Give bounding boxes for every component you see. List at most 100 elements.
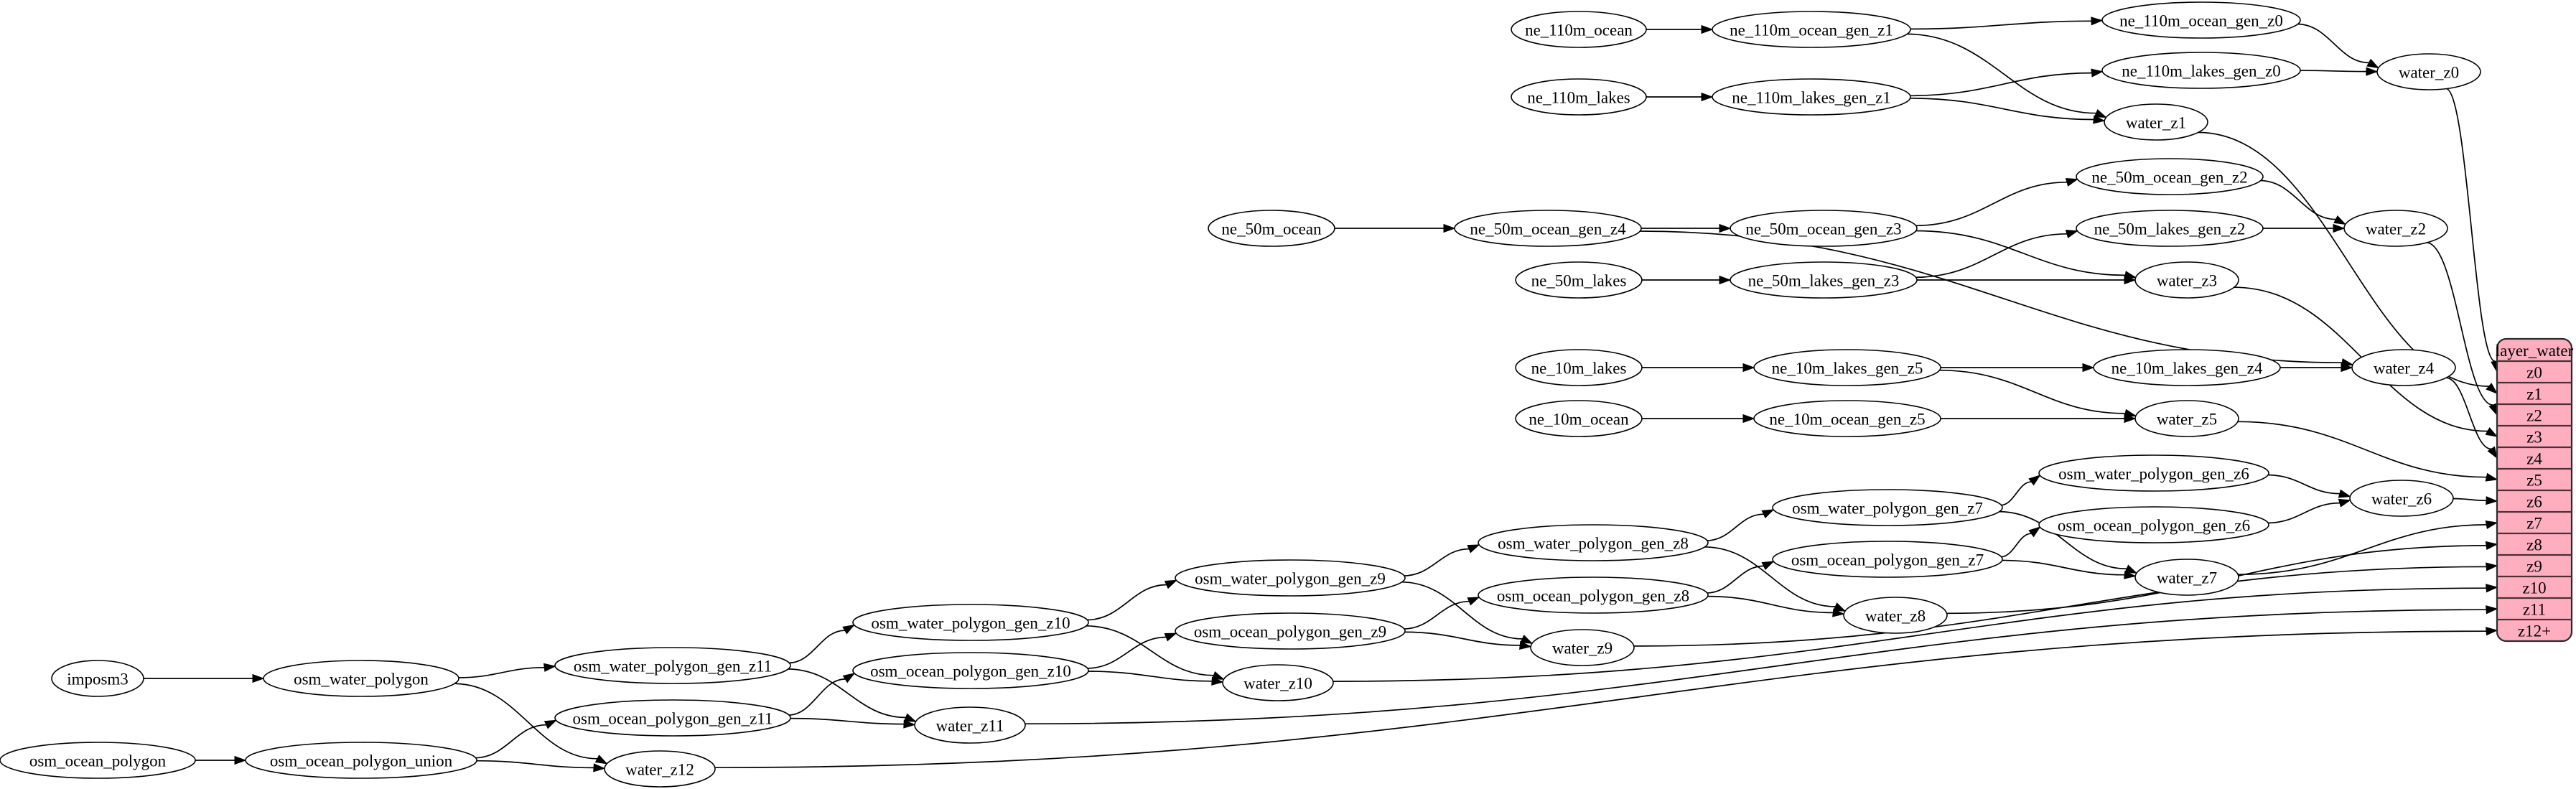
edge-arrowhead <box>1742 414 1755 424</box>
edge-osm_water_polygon_gen_z10-to-water_z10 <box>1085 625 1214 676</box>
edge-arrowhead <box>2094 108 2107 118</box>
edge-arrowhead <box>1211 676 1224 686</box>
edge-arrowhead <box>1520 635 1534 644</box>
edge-ne_50m_ocean_gen_z4-to-water_z4 <box>1638 230 2343 364</box>
edge-arrowhead <box>234 755 247 765</box>
graph-node-osm_ocean_polygon_gen_z9[interactable]: osm_ocean_polygon_gen_z9 <box>1175 612 1406 650</box>
graph-node-water_z0[interactable]: water_z0 <box>2376 53 2481 90</box>
graph-node-ne_50m_ocean[interactable]: ne_50m_ocean <box>1208 210 1335 247</box>
edge-arrowhead <box>2028 475 2041 486</box>
graph-node-osm_water_polygon_gen_z7[interactable]: osm_water_polygon_gen_z7 <box>1772 489 2003 526</box>
edge-arrowhead <box>2487 446 2498 459</box>
edge-arrowhead <box>1701 92 1714 102</box>
graph-node-ne_50m_lakes_gen_z2[interactable]: ne_50m_lakes_gen_z2 <box>2076 210 2264 247</box>
graph-node-water_z1[interactable]: water_z1 <box>2104 103 2208 141</box>
graph-node-osm_ocean_polygon_gen_z11[interactable]: osm_ocean_polygon_gen_z11 <box>554 699 791 737</box>
edge-arrowhead <box>2485 472 2498 482</box>
graph-node-osm_ocean_polygon_gen_z8[interactable]: osm_ocean_polygon_gen_z8 <box>1478 576 1709 614</box>
edge-arrowhead <box>903 713 917 722</box>
edge-arrowhead <box>2124 564 2138 574</box>
edge-arrowhead <box>2486 584 2498 593</box>
graph-node-ne_10m_lakes_gen_z5[interactable]: ne_10m_lakes_gen_z5 <box>1753 349 1941 386</box>
graph-node-osm_water_polygon[interactable]: osm_water_polygon <box>263 660 459 697</box>
graph-node-water_z11[interactable]: water_z11 <box>914 706 1026 744</box>
node-shape <box>1175 612 1406 650</box>
edge-osm_ocean_polygon_gen_z10-to-osm_ocean_polygon_gen_z9 <box>1086 636 1167 669</box>
graph-node-ne_50m_ocean_gen_z4[interactable]: ne_50m_ocean_gen_z4 <box>1454 210 1642 247</box>
graph-node-water_z3[interactable]: water_z3 <box>2134 261 2239 299</box>
graph-node-ne_10m_lakes[interactable]: ne_10m_lakes <box>1515 349 1643 386</box>
node-shape <box>1772 489 2003 526</box>
graph-node-osm_ocean_polygon_gen_z6[interactable]: osm_ocean_polygon_gen_z6 <box>2038 506 2269 543</box>
edge-osm_water_polygon_gen_z7-to-water_z7 <box>1998 510 2127 570</box>
graph-node-ne_110m_ocean_gen_z1[interactable]: ne_110m_ocean_gen_z1 <box>1712 11 1911 48</box>
graph-node-osm_ocean_polygon[interactable]: osm_ocean_polygon <box>0 742 196 779</box>
graph-node-osm_ocean_polygon_gen_z10[interactable]: osm_ocean_polygon_gen_z10 <box>852 652 1089 689</box>
edge-water_z6-to-record_z6 <box>2453 498 2487 502</box>
edge-arrowhead <box>1761 561 1775 571</box>
graph-node-osm_water_polygon_gen_z6[interactable]: osm_water_polygon_gen_z6 <box>2038 454 2269 492</box>
node-shape <box>1843 597 1948 634</box>
graph-node-ne_110m_ocean[interactable]: ne_110m_ocean <box>1511 11 1647 48</box>
edge-arrowhead <box>2338 489 2351 498</box>
edge-water_z11-to-record_z11 <box>1024 609 2487 725</box>
node-shape <box>2134 261 2239 299</box>
node-shape <box>1753 349 1941 386</box>
edge-water_z12-to-record_z12 <box>714 630 2487 769</box>
graph-node-ne_110m_lakes_gen_z1[interactable]: ne_110m_lakes_gen_z1 <box>1712 78 1911 116</box>
edge-osm_water_polygon_gen_z6-to-water_z6 <box>2267 474 2340 495</box>
edge-ne_50m_ocean_gen_z2-to-water_z2 <box>2259 179 2336 220</box>
node-shape <box>1454 210 1642 247</box>
graph-node-ne_50m_lakes_gen_z3[interactable]: ne_50m_lakes_gen_z3 <box>1730 261 1918 299</box>
graph-node-ne_50m_lakes[interactable]: ne_50m_lakes <box>1515 261 1643 299</box>
graph-node-water_z8[interactable]: water_z8 <box>1843 597 1948 634</box>
graph-node-water_z5[interactable]: water_z5 <box>2134 400 2239 437</box>
edge-ne_50m_lakes_gen_z3-to-ne_50m_lakes_gen_z2 <box>1915 233 2068 279</box>
graph-node-water_z10[interactable]: water_z10 <box>1222 664 1334 701</box>
edge-arrowhead <box>1719 275 1732 285</box>
graph-node-ne_110m_lakes_gen_z0[interactable]: ne_110m_lakes_gen_z0 <box>2101 52 2301 89</box>
graph-node-osm_water_polygon_gen_z10[interactable]: osm_water_polygon_gen_z10 <box>852 604 1089 641</box>
graph-node-osm_water_polygon_gen_z11[interactable]: osm_water_polygon_gen_z11 <box>554 647 791 684</box>
graph-node-ne_10m_ocean[interactable]: ne_10m_ocean <box>1515 400 1643 437</box>
graph-node-water_z7[interactable]: water_z7 <box>2134 559 2239 596</box>
graph-node-ne_50m_ocean_gen_z3[interactable]: ne_50m_ocean_gen_z3 <box>1730 210 1918 247</box>
graph-node-ne_110m_ocean_gen_z0[interactable]: ne_110m_ocean_gen_z0 <box>2101 1 2301 39</box>
graph-node-ne_110m_lakes[interactable]: ne_110m_lakes <box>1511 78 1647 116</box>
edge-osm_water_polygon-to-osm_water_polygon_gen_z11 <box>457 666 545 678</box>
edge-ne_10m_lakes_gen_z5-to-water_z5 <box>1938 369 2126 414</box>
graph-node-water_z2[interactable]: water_z2 <box>2343 210 2448 247</box>
graph-node-water_z6[interactable]: water_z6 <box>2349 480 2454 517</box>
edge-arrowhead <box>2065 230 2078 238</box>
edge-arrowhead <box>1443 223 1456 233</box>
node-shape <box>2038 506 2269 543</box>
edge-osm_water_polygon_gen_z7-to-osm_water_polygon_gen_z6 <box>2000 481 2032 506</box>
node-shape <box>1730 261 1918 299</box>
record-node-layer-water[interactable]: layer_waterz0z1z2z3z4z5z6z7z8z9z10z11z12… <box>2496 337 2574 643</box>
node-shape <box>1730 210 1918 247</box>
node-shape <box>852 652 1089 689</box>
edge-arrowhead <box>2333 215 2347 225</box>
graph-node-osm_ocean_polygon_gen_z7[interactable]: osm_ocean_polygon_gen_z7 <box>1772 541 2003 578</box>
graph-node-osm_water_polygon_gen_z9[interactable]: osm_water_polygon_gen_z9 <box>1175 559 1406 597</box>
graph-node-osm_water_polygon_gen_z8[interactable]: osm_water_polygon_gen_z8 <box>1478 524 1709 561</box>
graph-node-ne_50m_ocean_gen_z2[interactable]: ne_50m_ocean_gen_z2 <box>2076 158 2264 195</box>
edge-arrowhead <box>1467 597 1480 606</box>
node-shape <box>1772 541 2003 578</box>
edge-arrowhead <box>1164 632 1177 642</box>
edge-osm_water_polygon_gen_z11-to-osm_water_polygon_gen_z10 <box>788 630 845 664</box>
edge-arrowhead <box>1761 509 1775 518</box>
graph-node-water_z12[interactable]: water_z12 <box>604 750 716 788</box>
graph-node-ne_10m_ocean_gen_z5[interactable]: ne_10m_ocean_gen_z5 <box>1753 400 1941 437</box>
edge-arrowhead <box>1701 24 1714 34</box>
edge-arrowhead <box>2486 496 2498 505</box>
graph-node-imposm3[interactable]: imposm3 <box>51 660 144 697</box>
node-shape <box>2134 559 2239 596</box>
graph-node-osm_ocean_polygon_union[interactable]: osm_ocean_polygon_union <box>245 742 477 779</box>
graph-node-ne_10m_lakes_gen_z4[interactable]: ne_10m_lakes_gen_z4 <box>2093 349 2281 386</box>
edge-arrowhead <box>2366 58 2380 69</box>
edge-arrowhead <box>2486 627 2498 636</box>
edge-osm_water_polygon_gen_z11-to-water_z11 <box>787 668 906 719</box>
graph-node-water_z4[interactable]: water_z4 <box>2351 349 2456 386</box>
graph-node-water_z9[interactable]: water_z9 <box>1530 629 1635 666</box>
